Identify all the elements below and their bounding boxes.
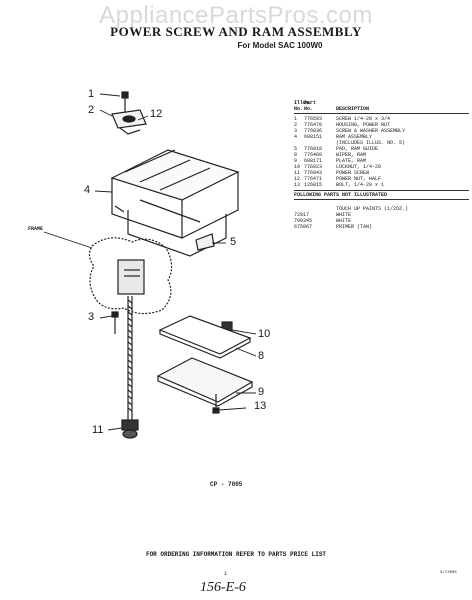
description: LOCKNUT, 1/4-20 xyxy=(336,164,382,170)
frame-slot xyxy=(117,259,145,295)
power-screw-11-part xyxy=(121,296,139,439)
part-no: 776018 xyxy=(304,146,323,152)
part-no: 126815 xyxy=(304,182,323,188)
extra-parts-row: TOUCH UP PAINTS (1/2OZ.) xyxy=(294,206,469,212)
callout-1: 1 xyxy=(88,88,95,100)
screw-washer-3-part xyxy=(111,311,119,334)
callout-5: 5 xyxy=(230,236,237,248)
illus-no: 12 xyxy=(294,176,301,182)
parts-row: 5 776018 PAD, RAM GUIDE xyxy=(294,146,469,152)
screw-1-part xyxy=(121,91,129,112)
part-no: 72017 xyxy=(294,212,310,218)
callout-2: 2 xyxy=(88,104,95,116)
description: SCREW & WASHER ASSEMBLY xyxy=(336,128,406,134)
part-no: 776460 xyxy=(304,152,323,158)
illus-no: 10 xyxy=(294,164,301,170)
ram-assembly-part xyxy=(110,149,240,257)
extra-parts-row: 675067 PRIMER (TAN) xyxy=(294,224,469,230)
description: (INCLUDES ILLUS. NO. 5) xyxy=(336,140,406,146)
part-no: 608171 xyxy=(304,158,323,164)
part-no: 776471 xyxy=(304,176,323,182)
callout-3: 3 xyxy=(88,311,95,323)
description: TOUCH UP PAINTS (1/2OZ.) xyxy=(336,206,409,212)
ram-plate-9-part xyxy=(156,357,254,407)
illus-no: 9 xyxy=(294,158,298,164)
parts-row: 9 608171 PLATE, RAM xyxy=(294,158,469,164)
part-no: 776023 xyxy=(304,164,323,170)
frame-label: FRAME xyxy=(28,226,44,232)
page-title: POWER SCREW AND RAM ASSEMBLY xyxy=(110,24,362,39)
description: PLATE, RAM xyxy=(336,158,367,164)
power-nut-housing-part xyxy=(111,109,147,135)
parts-header-row2: No. No. DESCRIPTION xyxy=(294,106,469,114)
description: POWER NUT, HALF xyxy=(336,176,382,182)
parts-header-row1: Illus. Part xyxy=(294,100,317,106)
doc-number: 3/72005 xyxy=(440,571,457,575)
illus-no: 11 xyxy=(294,170,301,176)
callout-4: 4 xyxy=(84,184,91,196)
callout-leaders xyxy=(43,93,257,431)
illus-no: 2 xyxy=(294,122,298,128)
description: WHITE xyxy=(336,212,352,218)
bolt-13-part xyxy=(212,394,220,414)
illus-no: 8 xyxy=(294,152,298,158)
ram-wiper-8-part xyxy=(158,315,252,359)
description: POWER SCREW xyxy=(336,170,370,176)
callout-13: 13 xyxy=(254,400,267,412)
part-no: 776593 xyxy=(304,116,323,122)
illus-no: 4 xyxy=(294,134,298,140)
frame-outline xyxy=(88,237,173,315)
description: PRIMER (TAN) xyxy=(336,224,373,230)
description: RAM ASSEMBLY xyxy=(336,134,373,140)
parts-row: 1 776593 SCREW 1/4-20 x 3/4 xyxy=(294,116,469,122)
callout-11: 11 xyxy=(92,424,104,436)
parts-row: 2 776470 HOUSING, POWER NUT xyxy=(294,122,469,128)
parts-row: 3 776036 SCREW & WASHER ASSEMBLY xyxy=(294,128,469,134)
part-no: 799345 xyxy=(294,218,313,224)
description: WHITE xyxy=(336,218,352,224)
callout-8: 8 xyxy=(258,350,265,362)
part-no: 776036 xyxy=(304,128,323,134)
following-parts-label: FOLLOWING PARTS NOT ILLUSTRATED xyxy=(294,190,469,200)
part-no: 675067 xyxy=(294,224,313,230)
page-number: 1 xyxy=(224,571,228,577)
model-subtitle: For Model SAC 100W0 xyxy=(237,41,323,50)
part-no: 776470 xyxy=(304,122,323,128)
parts-row: 4 608151 RAM ASSEMBLY xyxy=(294,134,469,140)
description: HOUSING, POWER NUT xyxy=(336,122,391,128)
ram-guide-pad-part xyxy=(195,233,215,251)
extra-parts-row: 72017 WHITE xyxy=(294,212,469,218)
cp-label: CP - 7005 xyxy=(210,481,243,488)
part-no: 776943 xyxy=(304,170,323,176)
illus-no: 5 xyxy=(294,146,298,152)
illus-no: 13 xyxy=(294,182,301,188)
callout-9: 9 xyxy=(258,386,265,398)
illus-no: 1 xyxy=(294,116,298,122)
extra-parts-row: 799345 WHITE xyxy=(294,218,469,224)
illus-no: 3 xyxy=(294,128,298,134)
part-no: 608151 xyxy=(304,134,323,140)
handwritten-note: 156-E-6 xyxy=(200,580,246,595)
description: PAD, RAM GUIDE xyxy=(336,146,379,152)
parts-rows: 1 776593 SCREW 1/4-20 x 3/4 2 776470 HOUSING,… xyxy=(294,116,469,188)
watermark: AppliancePartsPros.com xyxy=(99,2,373,29)
description: BOLT, 1/4-20 x 1 xyxy=(336,182,385,188)
callout-10: 10 xyxy=(258,328,271,340)
parts-row: 8 776460 WIPER, RAM xyxy=(294,152,469,158)
description: SCREW 1/4-20 x 3/4 xyxy=(336,116,391,122)
parts-row: (INCLUDES ILLUS. NO. 5) xyxy=(294,140,469,146)
callout-12: 12 xyxy=(150,108,163,120)
ordering-note: FOR ORDERING INFORMATION REFER TO PARTS … xyxy=(145,551,327,558)
description: WIPER, RAM xyxy=(336,152,367,158)
